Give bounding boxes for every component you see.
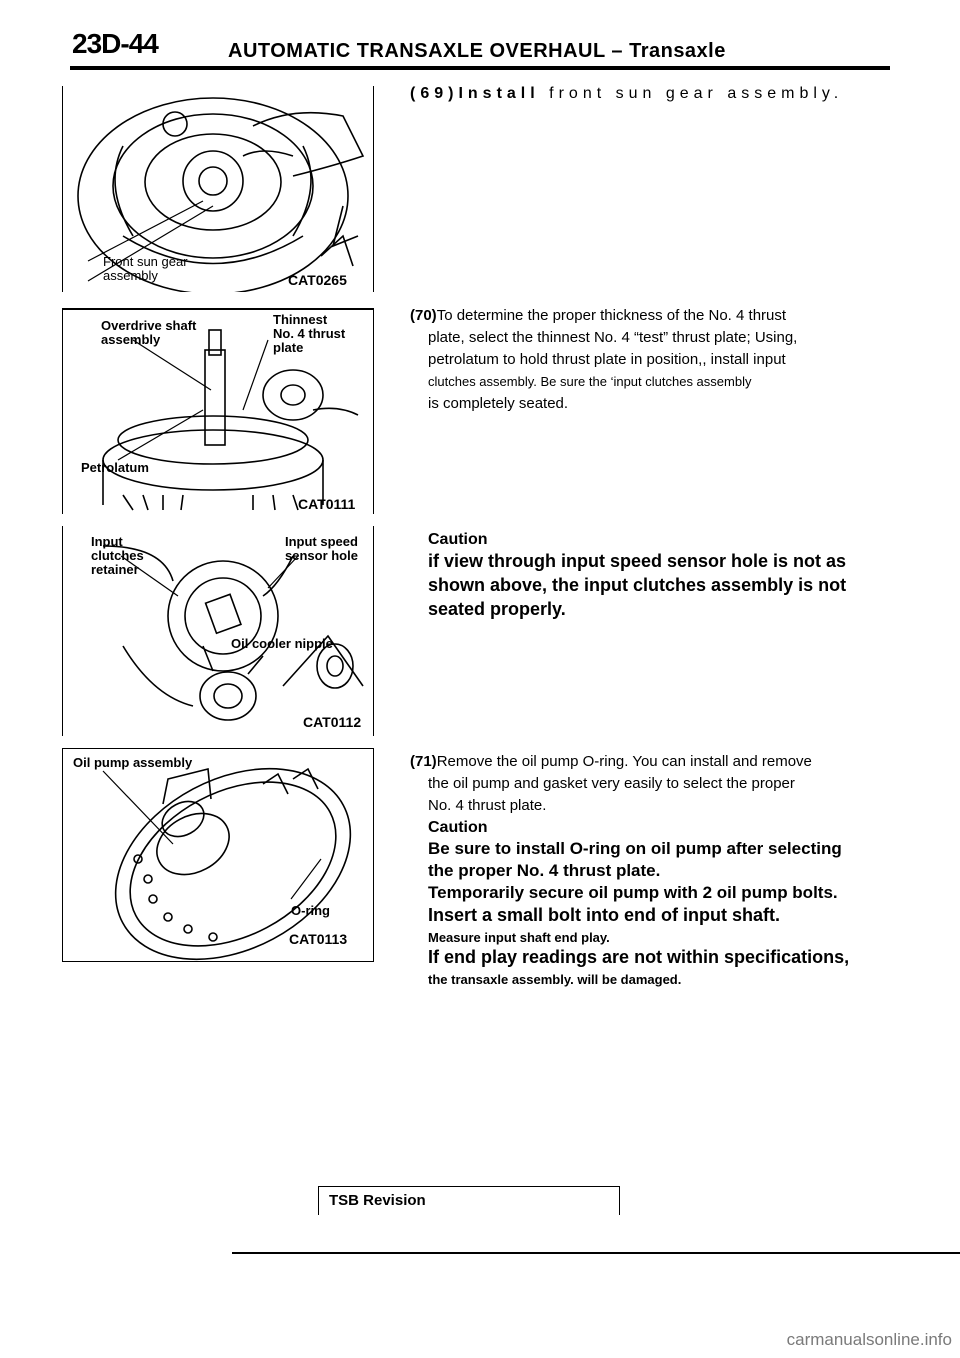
label-clutches: clutches (91, 548, 144, 563)
step-line-5: is completely seated. (428, 395, 569, 412)
figure-input-speed-sensor: Input clutches retainer Input speed sens… (62, 526, 374, 736)
page-code: 23D-44 (72, 28, 159, 59)
caution-line-7: the transaxle assembly. will be damaged. (428, 972, 682, 987)
label-input-speed: Input speed (285, 534, 358, 549)
front-sun-gear-illustration (77, 97, 365, 292)
caution-line-6: If end play readings are not within spec… (428, 947, 850, 967)
figure-code: CAT0113 (289, 931, 348, 947)
label-input: Input (91, 534, 123, 549)
figure-thrust-plate: Overdrive shaft assembly Thinnest No. 4 … (62, 308, 374, 514)
tsb-revision-box: TSB Revision (318, 1186, 620, 1215)
step-verb: Install (458, 85, 540, 102)
caution-line-1: if view through input speed sensor hole … (428, 551, 847, 571)
step-line-1: To determine the proper thickness of the… (436, 307, 787, 324)
figure-oil-pump: Oil pump assembly O-ring CAT0113 (62, 748, 374, 962)
label-o-ring: O-ring (291, 903, 330, 918)
label-retainer: retainer (91, 562, 139, 577)
label-oil-cooler-nipple: Oil cooler nipple (231, 636, 333, 651)
step-number: (70) (410, 307, 437, 324)
step-line-2: plate, select the thinnest No. 4 “test” … (428, 329, 798, 346)
label-no4-thrust: No. 4 thrust (273, 326, 346, 341)
step-number: (69) (410, 85, 459, 102)
input-speed-sensor-illustration (102, 545, 364, 721)
caution-line-5: Measure input shaft end play. (428, 930, 610, 945)
step-line-3: No. 4 thrust plate. (428, 797, 547, 814)
caution-line-2: the proper No. 4 thrust plate. (428, 861, 661, 880)
header-rule (70, 66, 890, 70)
step-line-1: Remove the oil pump O-ring. You can inst… (436, 753, 812, 770)
step-line-4: clutches assembly. Be sure the ‘input cl… (428, 374, 752, 389)
caution-line-2: shown above, the input clutches assembly… (428, 575, 847, 595)
label-sensor-hole: sensor hole (285, 548, 358, 563)
caution-line-3: Temporarily secure oil pump with 2 oil p… (428, 883, 838, 902)
label-petrolatum: Petrolatum (81, 460, 149, 475)
label-assembly: assembly (101, 332, 161, 347)
page-title: AUTOMATIC TRANSAXLE OVERHAUL – Transaxle (228, 40, 726, 62)
step-line-2: the oil pump and gasket very easily to s… (428, 775, 795, 792)
figure-code: CAT0265 (288, 272, 347, 288)
step-line: (70)To determine the proper thickness of… (410, 306, 786, 326)
tsb-revision-label: TSB Revision (329, 1192, 426, 1209)
step-line-3: petrolatum to hold thrust plate in posit… (428, 351, 786, 368)
label-oil-pump-assembly: Oil pump assembly (73, 755, 193, 770)
caution-line-1: Be sure to install O-ring on oil pump af… (428, 839, 842, 858)
label-plate: plate (273, 340, 304, 355)
caution-heading: Caution (428, 531, 488, 548)
label-thinnest: Thinnest (273, 312, 328, 327)
caution-heading: Caution (428, 819, 488, 836)
caution-line-3: seated properly. (428, 599, 566, 619)
caution-line-4: Insert a small bolt into end of input sh… (428, 905, 781, 925)
watermark: carmanualsonline.info (786, 1330, 952, 1349)
footer-rule (232, 1252, 960, 1254)
label-front-sun-gear: Front sun gear (103, 254, 188, 269)
figures-column: Front sun gear assembly CAT0265 (62, 86, 374, 962)
figure-front-sun-gear: Front sun gear assembly CAT0265 (62, 86, 374, 292)
step-69: (69)Install front sun gear assembly. (410, 84, 890, 104)
step-text: front sun gear assembly. (549, 85, 844, 102)
step-number: (71) (410, 753, 437, 770)
label-assembly: assembly (103, 268, 158, 283)
figure-code: CAT0112 (303, 714, 362, 730)
figure-code: CAT0111 (298, 496, 356, 512)
thrust-plate-illustration (102, 329, 359, 511)
oil-pump-illustration (102, 767, 352, 961)
label-overdrive-shaft: Overdrive shaft (101, 318, 197, 333)
step-line: (71)Remove the oil pump O-ring. You can … (410, 752, 812, 772)
